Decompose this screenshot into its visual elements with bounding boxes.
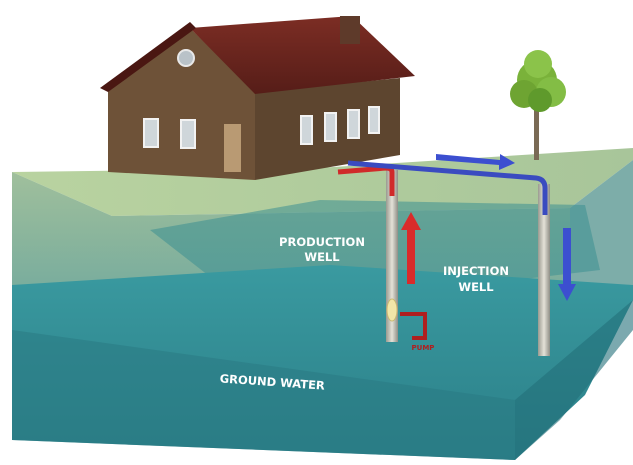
labels: PRODUCTION WELL INJECTION WELL GROUND WA… <box>219 235 509 393</box>
production-well-casing <box>386 170 398 342</box>
production-well <box>386 170 398 342</box>
flow-arrow-down <box>558 228 576 301</box>
chimney <box>340 16 360 44</box>
ground-surface <box>12 148 633 216</box>
injection-well <box>538 184 550 356</box>
window <box>180 119 196 149</box>
window <box>347 109 360 139</box>
injection-well-label: INJECTION <box>443 264 509 278</box>
production-well-label: PRODUCTION <box>279 235 365 249</box>
submersible-pump <box>386 298 398 322</box>
flow-arrow-right <box>436 154 515 170</box>
injection-pipe <box>347 160 548 215</box>
pump-label: PUMP <box>412 344 435 352</box>
tree <box>510 50 566 160</box>
window <box>143 118 159 148</box>
ground-block <box>12 148 633 460</box>
injection-well-label: WELL <box>458 280 494 294</box>
ground-water-right-shade <box>515 300 633 460</box>
door <box>224 124 241 172</box>
window <box>300 115 313 145</box>
injection-well-casing <box>538 184 550 356</box>
window <box>368 106 380 134</box>
pump-lead <box>400 312 427 340</box>
flow-arrow-up <box>401 212 421 284</box>
ground-water-front-shade <box>12 330 515 460</box>
flow-arrows <box>401 154 576 301</box>
window <box>324 112 337 142</box>
house <box>100 16 415 180</box>
production-well-label: WELL <box>304 250 340 264</box>
house-roof-edge <box>100 22 196 92</box>
round-window <box>177 49 195 67</box>
